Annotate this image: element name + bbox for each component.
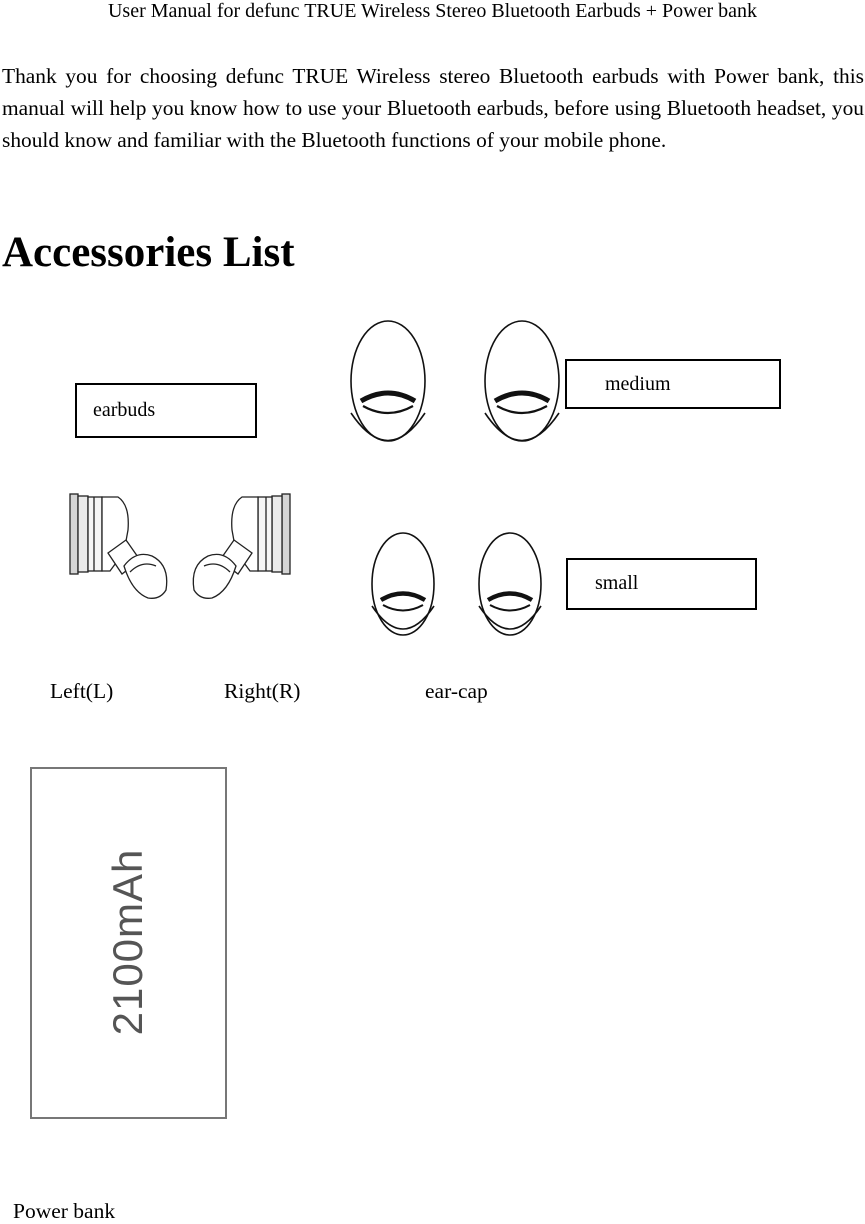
document-header: User Manual for defunc TRUE Wireless Ste… <box>107 0 758 22</box>
earbud-left <box>69 493 168 599</box>
power-bank-caption: Power bank <box>13 1199 116 1223</box>
earbud-right <box>192 493 291 599</box>
medium-label-box: medium <box>565 359 781 409</box>
small-label-box: small <box>566 558 757 610</box>
right-earbud-caption: Right(R) <box>224 679 301 703</box>
left-earbud-caption: Left(L) <box>50 679 114 703</box>
power-bank-outline <box>30 767 227 1119</box>
ear-cap-medium-left <box>350 320 426 442</box>
earbuds-label: earbuds <box>93 399 156 421</box>
ear-cap-caption: ear-cap <box>425 679 488 703</box>
ear-cap-medium-right <box>484 320 560 442</box>
intro-paragraph: Thank you for choosing defunc TRUE Wirel… <box>2 64 864 153</box>
ear-cap-small-left <box>371 532 435 636</box>
power-bank-capacity: 2100mAh <box>104 848 151 1036</box>
ear-cap-small-right <box>478 532 542 636</box>
small-label: small <box>595 572 639 594</box>
earbuds-label-box: earbuds <box>75 383 257 438</box>
medium-label: medium <box>605 373 671 395</box>
section-heading: Accessories List <box>2 229 295 276</box>
